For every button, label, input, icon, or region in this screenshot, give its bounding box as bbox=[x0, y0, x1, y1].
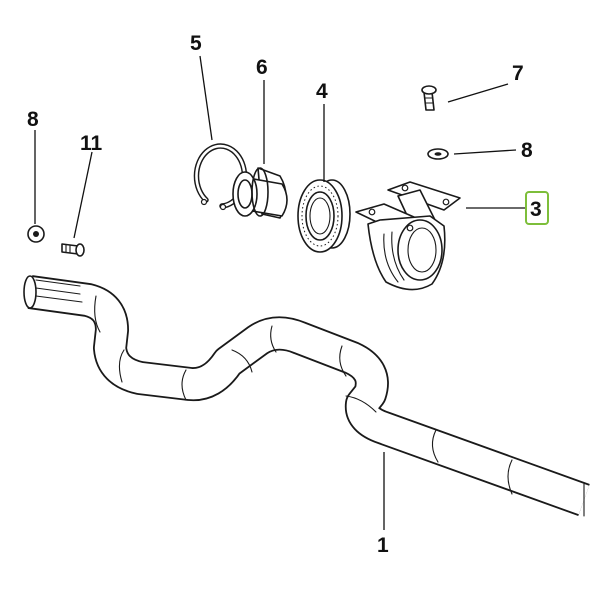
washer-part-8-top[interactable] bbox=[427, 148, 449, 160]
callout-11[interactable]: 11 bbox=[80, 132, 103, 155]
drive-shaft-part-1[interactable] bbox=[23, 275, 590, 517]
washer-part-8-left[interactable] bbox=[27, 225, 45, 243]
callout-7[interactable]: 7 bbox=[512, 62, 524, 85]
callout-8-left[interactable]: 8 bbox=[27, 108, 39, 131]
callout-6[interactable]: 6 bbox=[256, 56, 268, 79]
bearing-part-4[interactable] bbox=[297, 179, 351, 253]
sleeve-collar-part-6[interactable] bbox=[232, 167, 288, 219]
callout-1[interactable]: 1 bbox=[377, 534, 389, 557]
highlight-box-callout-3 bbox=[525, 191, 549, 225]
callout-3[interactable]: 3 bbox=[530, 198, 542, 221]
bolt-part-7[interactable] bbox=[421, 85, 437, 111]
leader-lines bbox=[34, 55, 526, 530]
callout-4[interactable]: 4 bbox=[316, 80, 328, 103]
callout-5[interactable]: 5 bbox=[190, 32, 202, 55]
callout-8-top[interactable]: 8 bbox=[521, 139, 533, 162]
callout-labels: 5 6 4 7 8 8 11 1 3 bbox=[27, 32, 549, 557]
bracket-part-3[interactable] bbox=[355, 181, 461, 291]
bolt-part-11[interactable] bbox=[61, 243, 85, 257]
